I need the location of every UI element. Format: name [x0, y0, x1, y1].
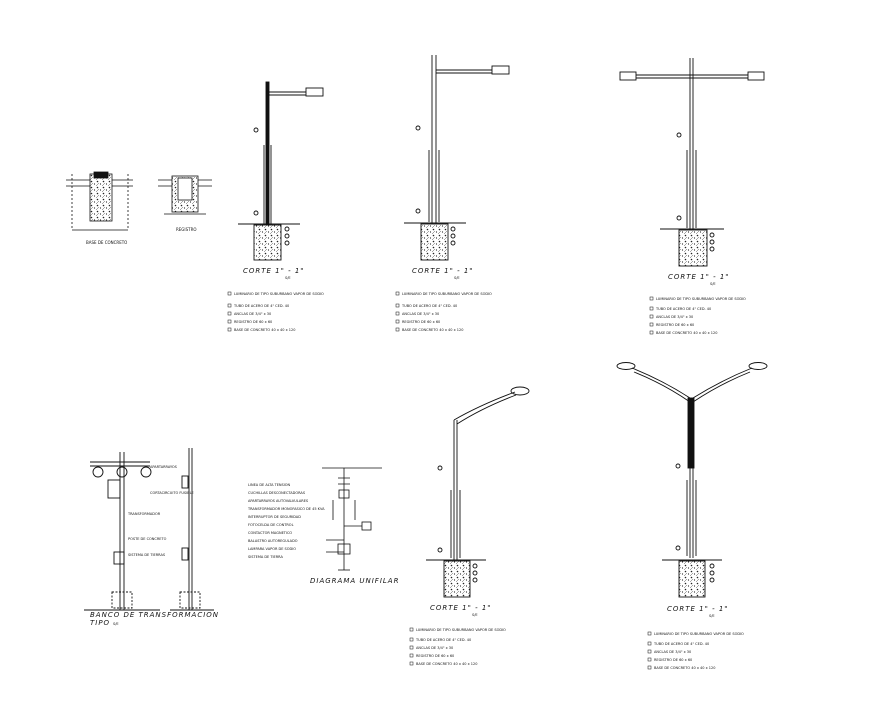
pole4-section-title: CORTE 1" - 1" — [430, 604, 492, 612]
pole4-notes: LUMINARIO DE TIPO SUBURBANO VAPOR DE SOD… — [409, 627, 506, 666]
pole5-note: BASE DE CONCRETO 40 x 40 x 120 — [654, 666, 715, 670]
luminaire-head — [305, 87, 324, 97]
pole5-note: ANCLAS DE 3/4" x 30 — [654, 650, 691, 654]
transformer-tank — [107, 479, 121, 499]
pole1-note: REGISTRO DE 60 x 60 — [234, 320, 272, 324]
pole2-notes: LUMINARIO DE TIPO SUBURBANO VAPOR DE SOD… — [395, 291, 492, 332]
footing-detail — [66, 171, 212, 231]
pole1-note: BASE DE CONCRETO 40 x 40 x 120 — [234, 328, 295, 332]
pole3-note: ANCLAS DE 3/4" x 30 — [656, 315, 693, 319]
legend-item: BALASTRO AUTOREGULADO — [248, 539, 298, 543]
transformer-bank-title: BANCO DE TRANSFORMACION — [90, 611, 219, 619]
legend-item: SISTEMA DE TIERRA — [248, 555, 283, 559]
pole-curved-arm-1 — [426, 386, 530, 598]
single-line-legend: LINEA DE ALTA TENSION CUCHILLAS DESCONEC… — [247, 483, 325, 559]
pole1-section-title: CORTE 1" - 1" — [243, 267, 305, 275]
pole3-section-scale: S/E — [710, 282, 716, 286]
concrete-footing — [678, 560, 706, 598]
pole-curved-arm-2 — [616, 362, 768, 598]
transformer-label: SISTEMA DE TIERRAS — [128, 553, 166, 557]
pole3-note: BASE DE CONCRETO 40 x 40 x 120 — [656, 331, 717, 335]
legend-item: FOTOCELDA DE CONTROL — [248, 523, 294, 527]
pole5-note: REGISTRO DE 60 x 60 — [654, 658, 692, 662]
pole3-notes: LUMINARIO DE TIPO SUBURBANO VAPOR DE SOD… — [649, 296, 746, 335]
pole3-note: REGISTRO DE 60 x 60 — [656, 323, 694, 327]
legend-item: APARTARRAYOS AUTOVALVULARES — [248, 499, 309, 503]
concrete-footing — [420, 223, 449, 261]
legend-item: LINEA DE ALTA TENSION — [248, 483, 291, 487]
pole3-section-title: CORTE 1" - 1" — [668, 273, 730, 281]
pole1-section-scale: S/E — [285, 276, 291, 280]
pole2-note: REGISTRO DE 60 x 60 — [402, 320, 440, 324]
pole2-note: LUMINARIO DE TIPO SUBURBANO VAPOR DE SOD… — [402, 292, 492, 296]
transformer-label: POSTE DE CONCRETO — [128, 537, 167, 541]
legend-item: LAMPARA VAPOR DE SODIO — [248, 547, 296, 551]
legend-item: CUCHILLAS DESCONECTADORAS — [248, 491, 306, 495]
pole3-note: TUBO DE ACERO DE 4" CED. 40 — [655, 307, 711, 311]
transformer-label: APARTARRAYOS — [150, 465, 178, 469]
transformer-bank-drawing — [84, 448, 214, 611]
pole4-note: BASE DE CONCRETO 40 x 40 x 120 — [416, 662, 477, 666]
luminaire-head-right — [748, 362, 768, 370]
pole5-section-title: CORTE 1" - 1" — [667, 605, 729, 613]
pole3-note: LUMINARIO DE TIPO SUBURBANO VAPOR DE SOD… — [656, 297, 746, 301]
transformer-bank-scale: S/E — [113, 622, 119, 626]
pole5-section-scale: S/E — [709, 614, 715, 618]
footing-left-caption: BASE DE CONCRETO — [86, 240, 127, 245]
luminaire-head-left — [616, 362, 636, 370]
pole4-section-scale: S/E — [472, 613, 478, 617]
concrete-base-section — [66, 171, 133, 231]
pole5-note: TUBO DE ACERO DE 4" CED. 40 — [653, 642, 709, 646]
pole4-note: ANCLAS DE 3/4" x 30 — [416, 646, 453, 650]
pole1-notes: LUMINARIO DE TIPO SUBURBANO VAPOR DE SOD… — [227, 291, 324, 332]
pole4-note: LUMINARIO DE TIPO SUBURBANO VAPOR DE SOD… — [416, 628, 506, 632]
footing-right-caption: REGISTRO — [176, 227, 197, 232]
pole1-note: TUBO DE ACERO DE 4" CED. 40 — [233, 304, 289, 308]
transformer-bank-subtitle: TIPO — [90, 619, 110, 627]
pole1-note: LUMINARIO DE TIPO SUBURBANO VAPOR DE SOD… — [234, 292, 324, 296]
pole-double-arm — [619, 58, 765, 267]
concrete-footing — [253, 224, 282, 261]
pole4-note: REGISTRO DE 60 x 60 — [416, 654, 454, 658]
pole5-notes: LUMINARIO DE TIPO SUBURBANO VAPOR DE SOD… — [647, 631, 744, 670]
pole2-note: TUBO DE ACERO DE 4" CED. 40 — [401, 304, 457, 308]
legend-item: INTERRUPTOR DE SEGURIDAD — [248, 515, 301, 519]
concrete-footing — [443, 560, 471, 598]
transformer-label: TRANSFORMADOR — [127, 512, 161, 516]
pole4-note: TUBO DE ACERO DE 4" CED. 40 — [415, 638, 471, 642]
pole2-note: BASE DE CONCRETO 40 x 40 x 120 — [402, 328, 463, 332]
single-line-title: DIAGRAMA UNIFILAR — [310, 577, 399, 585]
single-line-schematic — [322, 467, 382, 571]
pole5-note: LUMINARIO DE TIPO SUBURBANO VAPOR DE SOD… — [654, 632, 744, 636]
legend-item: TRANSFORMADOR MONOFASICO DE 45 KVA — [247, 507, 325, 511]
pole2-note: ANCLAS DE 3/4" x 30 — [402, 312, 439, 316]
luminaire-head-left — [619, 71, 637, 81]
concrete-footing — [678, 229, 708, 267]
luminaire-head-right — [747, 71, 765, 81]
pole2-section-scale: S/E — [454, 276, 460, 280]
luminaire-head — [510, 386, 530, 396]
transformer-labels: APARTARRAYOS CORTACIRCUITO FUSIBLE TRANS… — [127, 465, 194, 557]
pole1-note: ANCLAS DE 3/4" x 30 — [234, 312, 271, 316]
register-section — [158, 175, 212, 215]
pole-single-arm-2 — [404, 55, 510, 261]
legend-item: CONTACTOR MAGNETICO — [248, 531, 292, 535]
transformer-label: CORTACIRCUITO FUSIBLE — [150, 491, 194, 495]
luminaire-head — [491, 65, 510, 75]
pole-single-arm-1 — [238, 81, 324, 261]
pole2-section-title: CORTE 1" - 1" — [412, 267, 474, 275]
